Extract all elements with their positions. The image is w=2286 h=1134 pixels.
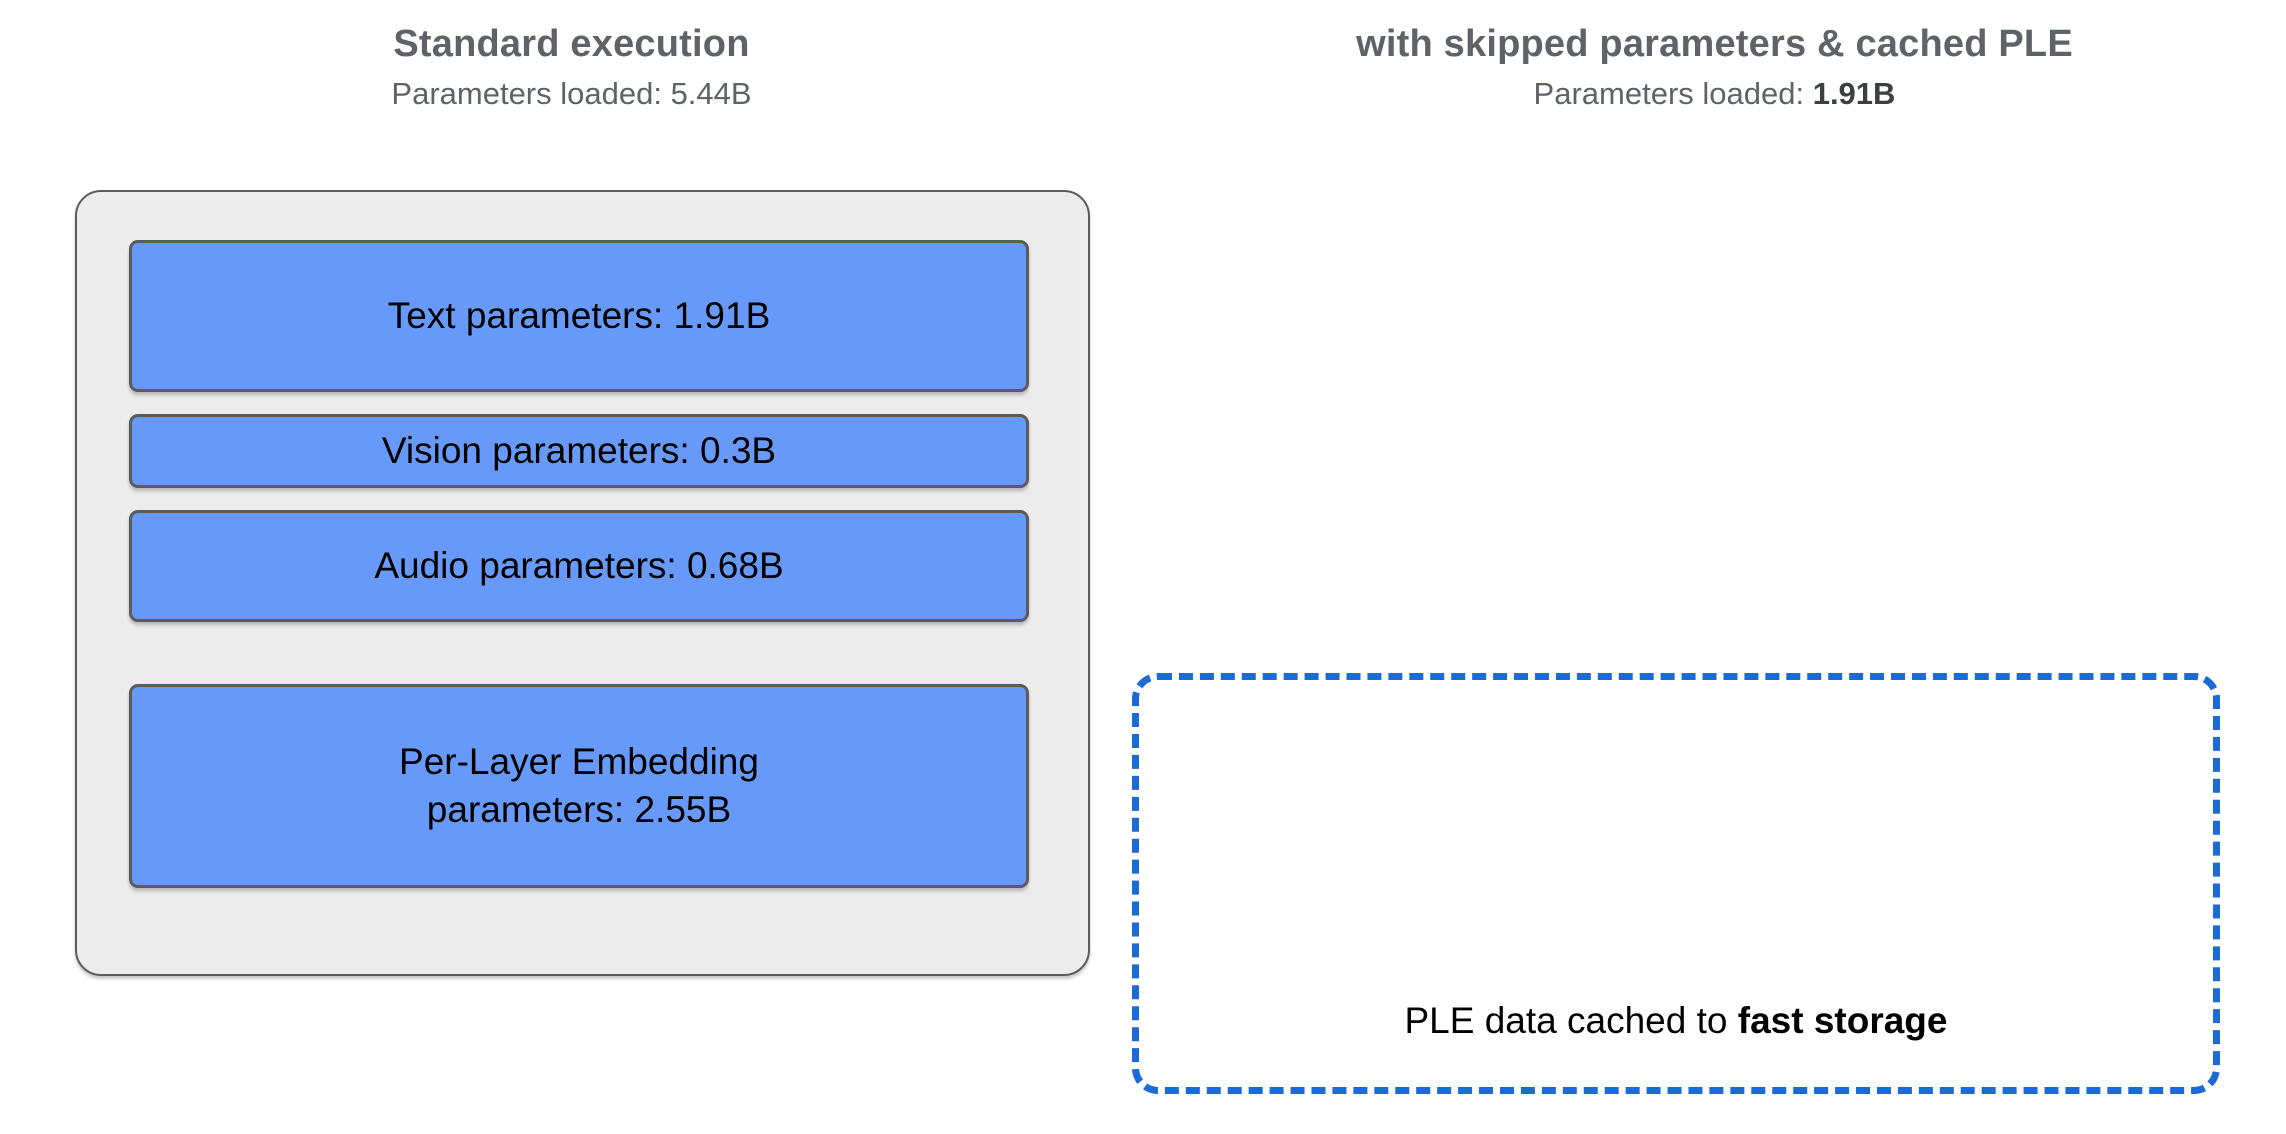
column-subtitle-standard: Parameters loaded: 5.44B [0, 76, 1143, 112]
column-subtitle-optimized: Parameters loaded: 1.91B [1143, 76, 2286, 112]
column-title-optimized: with skipped parameters & cached PLE [1356, 23, 2073, 65]
cache-caption-prefix: PLE data cached to [1404, 1000, 1738, 1041]
param-block-text-standard[interactable]: Text parameters: 1.91B [129, 240, 1029, 392]
column-title-standard: Standard execution [393, 23, 750, 65]
parameters-loaded-value-optimized: 1.91B [1812, 76, 1896, 111]
parameters-loaded-value-standard: 5.44B [670, 76, 752, 111]
parameters-loaded-label-standard: Parameters loaded: [391, 76, 671, 111]
param-block-vision-standard[interactable]: Vision parameters: 0.3B [129, 414, 1029, 488]
param-block-ple-standard[interactable]: Per-Layer Embedding parameters: 2.55B [129, 684, 1029, 888]
model-container-standard: Text parameters: 1.91B Vision parameters… [75, 190, 1090, 976]
parameters-loaded-label-optimized: Parameters loaded: [1533, 76, 1813, 111]
cache-region-caption: PLE data cached to fast storage [1132, 1000, 2220, 1042]
param-block-audio-standard[interactable]: Audio parameters: 0.68B [129, 510, 1029, 622]
cache-caption-emphasis: fast storage [1737, 1000, 1948, 1041]
